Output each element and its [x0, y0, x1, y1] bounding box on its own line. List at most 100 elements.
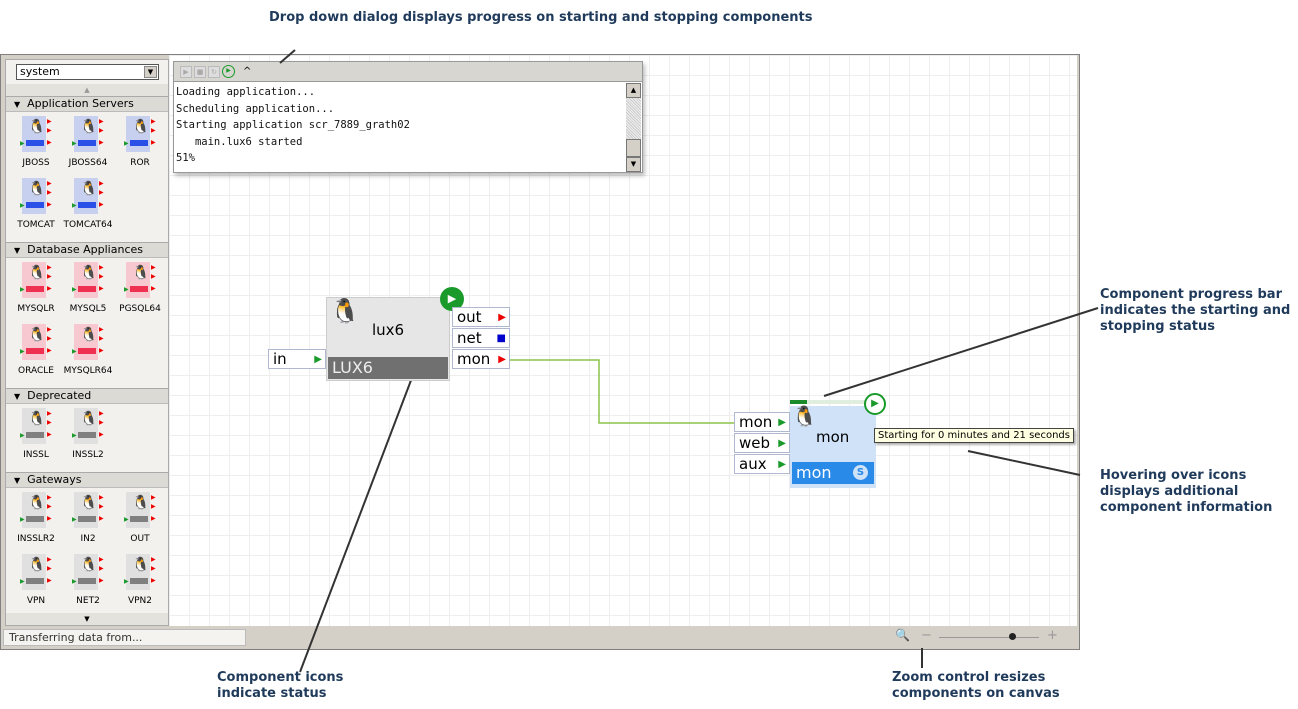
palette-item[interactable]: 🐧▶▶▶▶ VPN — [10, 552, 62, 614]
group-label: Deprecated — [27, 389, 92, 402]
palette-group-header[interactable]: ▼ Database Appliances — [6, 242, 168, 258]
log-line: main.lux6 started — [176, 135, 303, 148]
tux-icon: 🐧 — [330, 297, 360, 325]
palette-item[interactable]: 🐧▶▶▶▶JBOSS64 — [62, 114, 114, 176]
port-in[interactable]: web▶ — [734, 433, 790, 453]
tux-icon: 🐧 — [792, 404, 817, 428]
zoom-in-button[interactable]: + — [1047, 628, 1058, 643]
palette-item[interactable]: 🐧▶▶▶▶OUT — [114, 490, 166, 552]
component-icon: 🐧▶▶▶▶ — [124, 262, 156, 298]
start-icon[interactable]: ▶ — [180, 65, 192, 78]
status-starting-icon[interactable]: ▶ — [864, 393, 886, 415]
palette-scroll-down[interactable]: ▼ — [6, 613, 168, 625]
component-label: LUX6 — [328, 357, 448, 379]
port-in[interactable]: aux▶ — [734, 454, 790, 474]
progress-dialog: ▶ ■ ↻ ▶ ^ Loading application...Scheduli… — [173, 61, 643, 173]
component-icon: 🐧▶▶▶▶ — [72, 178, 104, 214]
annotation-icons: Component icons indicate status — [217, 670, 344, 701]
port-label: in — [273, 350, 287, 368]
palette-item[interactable]: 🐧▶▶▶▶ MYSQLR64 — [62, 322, 114, 384]
zoom-control[interactable]: 🔍 − + — [895, 628, 1065, 645]
component-icon: 🐧▶▶▶▶ — [20, 554, 52, 590]
zoom-slider-thumb[interactable] — [1009, 633, 1016, 640]
scroll-down-icon[interactable]: ▼ — [626, 157, 641, 172]
component-icon: 🐧▶▶▶▶ — [124, 554, 156, 590]
zoom-out-button[interactable]: − — [921, 628, 932, 643]
port-in[interactable]: in▶ — [268, 349, 326, 369]
palette-item-label: INSSLR2 — [17, 534, 55, 544]
palette-item[interactable]: 🐧▶▶▶▶ TOMCAT — [10, 176, 62, 238]
log-line: 51% — [176, 152, 195, 164]
palette-item-label: MYSQLR — [17, 304, 55, 314]
component-icon: 🐧▶▶▶▶ — [72, 492, 104, 528]
palette-scroll-up[interactable]: ▲ — [6, 84, 168, 96]
palette-item[interactable]: 🐧▶▶▶▶ JBOSS — [10, 114, 62, 176]
component-label-text: mon — [796, 463, 832, 482]
component-icon: 🐧▶▶▶▶ — [20, 262, 52, 298]
palette-item-label: MYSQLR64 — [63, 366, 113, 376]
scroll-thumb[interactable] — [626, 139, 641, 157]
component-icon: 🐧▶▶▶▶ — [124, 116, 156, 152]
port-in[interactable]: mon▶ — [734, 412, 790, 432]
log-line: Scheduling application... — [176, 102, 335, 115]
dialog-toolbar: ▶ ■ ↻ ▶ ^ — [174, 62, 642, 82]
palette-item[interactable]: 🐧▶▶▶▶ INSSL — [10, 406, 62, 468]
stop-icon[interactable]: ■ — [194, 65, 206, 78]
status-text: Transferring data from... — [3, 629, 246, 646]
palette-item[interactable]: 🐧▶▶▶▶INSSL2 — [62, 406, 114, 468]
progress-log: Loading application...Scheduling applica… — [174, 82, 642, 167]
port-label: web — [739, 434, 771, 452]
palette-select[interactable]: system▼ — [16, 64, 159, 80]
palette-item-label: INSSL — [23, 450, 49, 460]
palette-item[interactable]: 🐧▶▶▶▶ TOMCAT64 — [62, 176, 114, 238]
palette-item-label: ORACLE — [18, 366, 54, 376]
palette-item-label: JBOSS — [22, 158, 50, 168]
chevron-down-icon[interactable]: ▼ — [144, 66, 157, 78]
palette-group-header[interactable]: ▼ Application Servers — [6, 96, 168, 112]
component-icon: 🐧▶▶▶▶ — [124, 492, 156, 528]
component-icon: 🐧▶▶▶▶ — [20, 116, 52, 152]
palette-item-label: ROR — [130, 158, 150, 168]
palette-item-label: TOMCAT — [17, 220, 55, 230]
palette-item[interactable]: 🐧▶▶▶▶VPN2 — [114, 552, 166, 614]
component-icon: 🐧▶▶▶▶ — [72, 262, 104, 298]
group-label: Gateways — [27, 473, 82, 486]
palette-item[interactable]: 🐧▶▶▶▶ IN2 — [62, 490, 114, 552]
running-icon[interactable]: ▶ — [222, 65, 235, 78]
chevron-down-icon: ▼ — [14, 100, 21, 109]
palette-item-label: VPN — [26, 596, 46, 606]
annotation-hovering: Hovering over icons displays additional … — [1100, 468, 1273, 515]
component-icon: 🐧▶▶▶▶ — [20, 178, 52, 214]
palette-item[interactable]: 🐧▶▶▶▶ ROR — [114, 114, 166, 176]
palette-item[interactable]: 🐧▶▶▶▶ MYSQLR — [10, 260, 62, 322]
port-label: mon — [739, 413, 773, 431]
chevron-down-icon: ▼ — [14, 476, 21, 485]
annotation-progress-bar: Component progress bar indicates the sta… — [1100, 287, 1291, 334]
palette-item[interactable]: 🐧▶▶▶▶PGSQL64 — [114, 260, 166, 322]
palette-item[interactable]: 🐧▶▶▶▶ MYSQL5 — [62, 260, 114, 322]
component-icon: 🐧▶▶▶▶ — [72, 324, 104, 360]
chevron-down-icon: ▼ — [14, 246, 21, 255]
magnifier-icon: 🔍 — [895, 628, 910, 642]
port-out[interactable]: net■ — [452, 328, 510, 348]
log-scrollbar[interactable]: ▲ ▼ — [626, 83, 641, 172]
palette-item[interactable]: 🐧▶▶▶▶ ORACLE — [10, 322, 62, 384]
palette-item-label: TOMCAT64 — [63, 220, 113, 230]
port-out[interactable]: mon▶ — [452, 349, 510, 369]
component-icon: 🐧▶▶▶▶ — [20, 408, 52, 444]
palette-item-label: IN2 — [80, 534, 96, 544]
palette-item-label: MYSQL5 — [69, 304, 107, 314]
annotation-zoom: Zoom control resizes components on canva… — [892, 670, 1060, 701]
palette-group-header[interactable]: ▼ Deprecated — [6, 388, 168, 404]
collapse-icon[interactable]: ^ — [243, 66, 252, 77]
component-icon: 🐧▶▶▶▶ — [20, 324, 52, 360]
status-bar: Transferring data from... 🔍 − + — [1, 626, 1079, 649]
scroll-up-icon[interactable]: ▲ — [626, 83, 641, 98]
palette-item[interactable]: 🐧▶▶▶▶INSSLR2 — [10, 490, 62, 552]
palette-group-header[interactable]: ▼ Gateways — [6, 472, 168, 488]
restart-icon[interactable]: ↻ — [208, 65, 220, 78]
palette-item-label: JBOSS64 — [68, 158, 108, 168]
port-out[interactable]: out▶ — [452, 307, 510, 327]
palette-item[interactable]: 🐧▶▶▶▶NET2 — [62, 552, 114, 614]
zoom-slider-track[interactable] — [939, 637, 1039, 638]
